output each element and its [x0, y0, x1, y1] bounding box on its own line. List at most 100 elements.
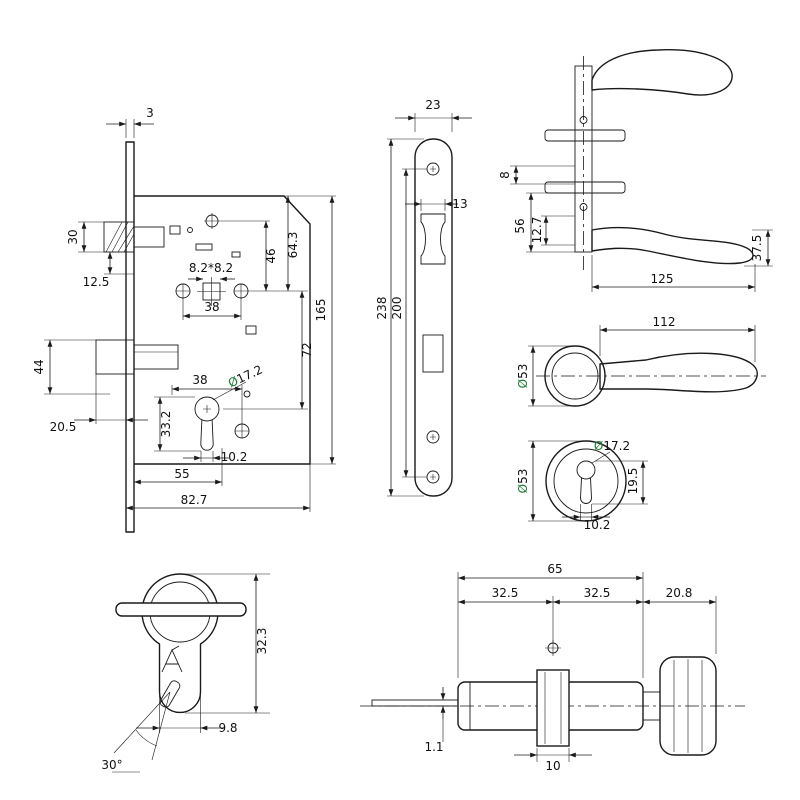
- handle-side-dimensions: 8 56 12.7 37.5 125: [498, 165, 773, 292]
- dim-body-length: 65: [547, 562, 562, 576]
- lever-top: [591, 49, 733, 96]
- cylinder-cutout-slot: [580, 477, 592, 504]
- diameter-value: 53: [516, 364, 530, 379]
- diameter-symbol: Ø: [516, 484, 530, 493]
- stem-screw-upper: [579, 116, 588, 124]
- dim-deadbolt-height: 44: [32, 359, 46, 374]
- dim-left-half: 32.5: [492, 586, 519, 600]
- dim-cutout-width: 10.2: [584, 518, 611, 532]
- cylinder-side-dimensions: 65 32.5 32.5 20.8 1.1 10: [424, 562, 717, 773]
- handle-stem: [574, 65, 593, 253]
- dim-cutout-height: 19.5: [626, 468, 640, 495]
- handle-top-geometry: [536, 345, 766, 407]
- latch-tail: [133, 226, 165, 248]
- lever-part: [195, 243, 213, 251]
- cylinder-end-geometry: [115, 573, 247, 714]
- dim-bore-diameter: Ø17.2: [594, 439, 630, 453]
- diameter-symbol: Ø: [516, 379, 530, 388]
- knob-ridges: [673, 659, 703, 753]
- dim-right-half: 32.5: [584, 586, 611, 600]
- brand-logo-mark: [161, 645, 183, 673]
- screw-hole-mid-cross: [430, 434, 436, 440]
- dim-latch-offset: 12.5: [83, 275, 110, 289]
- cylinder-bore-cross: [203, 405, 211, 413]
- dim-profile-height-end: 32.3: [255, 628, 269, 655]
- rose-plate-upper: [544, 129, 626, 142]
- ext-lines: [44, 339, 110, 395]
- faceplate-dimensions: 23 13 238 200: [375, 98, 472, 497]
- pin-part: [187, 227, 193, 233]
- dim-rose-diameter: Ø53: [516, 364, 530, 389]
- rose-plate-lower: [544, 181, 626, 194]
- case-detail: [245, 325, 257, 335]
- lock-body-dimensions: 3 30 12.5 44 20.5 8.2*8.2 46 64.3: [32, 106, 336, 512]
- latch-opening: [420, 213, 446, 265]
- dim-hole-spacing: 200: [390, 297, 404, 320]
- dim-cam-width: 10: [545, 759, 560, 773]
- cylinder-cutout-circle: [576, 460, 596, 480]
- thumbturn-knob: [659, 656, 717, 756]
- faceplate-outline: [414, 138, 453, 497]
- lock-faceplate: [125, 141, 135, 533]
- rose-dimensions: Ø53 Ø17.2 19.5 10.2: [516, 439, 648, 532]
- dim-hub-height: 12.7: [530, 217, 544, 244]
- dim-screw-to-spindle: 46: [264, 248, 278, 263]
- dim-case-height: 165: [314, 299, 328, 322]
- ext-lines: [510, 165, 575, 185]
- ext-lines: [220, 220, 308, 292]
- ext-lines: [592, 460, 648, 505]
- angle-arc: [135, 729, 158, 747]
- faceplate-view: 23 13 238 200: [375, 98, 472, 497]
- dim-lever-length-side: 125: [651, 272, 674, 286]
- dim-lobe-width: 9.8: [218, 721, 237, 735]
- dim-plate-height: 238: [375, 297, 389, 320]
- follower-right-cross: [234, 284, 248, 298]
- lock-case-outline: [134, 195, 311, 465]
- dim-lever-drop: 37.5: [750, 235, 764, 262]
- ext-lines: [526, 192, 575, 253]
- dim-plate-width: 23: [425, 98, 440, 112]
- dim-follower-spacing: 38: [204, 300, 219, 314]
- keyway: [159, 680, 181, 708]
- thumbturn-bar: [115, 602, 247, 617]
- dim-top-to-spindle: 64.3: [286, 232, 300, 259]
- dim-latch-cut: 13: [452, 197, 467, 211]
- diameter-symbol: Ø: [594, 439, 603, 453]
- dim-cylinder-spacing: 38: [192, 373, 207, 387]
- small-hole: [243, 390, 251, 398]
- cam-block-lines: [544, 672, 562, 744]
- cylinder-side-geometry: [360, 640, 745, 756]
- cylinder-end-dimensions: 32.3 9.8 30°: [101, 573, 270, 773]
- rose-inner: [551, 352, 599, 400]
- dim-spindle-to-cylinder: 72: [300, 342, 314, 357]
- handle-side-geometry: [544, 49, 754, 272]
- faceplate-geometry: [414, 138, 453, 497]
- stem-screw-lower: [579, 203, 588, 211]
- dim-key-angle: 30°: [101, 758, 122, 772]
- lock-body-view: 3 30 12.5 44 20.5 8.2*8.2 46 64.3: [32, 106, 336, 533]
- rose-geometry: [545, 440, 627, 522]
- dim-backset: 55: [174, 467, 189, 481]
- handle-top-dimensions: 112 Ø53: [516, 315, 756, 407]
- screw-hole-bottom-cross: [430, 474, 436, 480]
- dim-rose-view-diameter: Ø53: [516, 469, 530, 494]
- spindle-cross: [197, 277, 226, 306]
- dim-case-depth: 82.7: [181, 493, 208, 507]
- lever-bottom: [591, 226, 754, 265]
- dim-latch-height: 30: [66, 229, 80, 244]
- dim-knob-length: 20.8: [666, 586, 693, 600]
- rose-outer-circle: [545, 440, 627, 522]
- follower-left-cross: [176, 284, 190, 298]
- dim-profile-width: 10.2: [221, 450, 248, 464]
- deadbolt-tail: [133, 344, 179, 370]
- handle-side-view: 8 56 12.7 37.5 125: [498, 49, 773, 292]
- keyway-slot: [159, 680, 181, 708]
- fixing-screw-cross: [545, 640, 561, 656]
- dim-faceplate-thickness: 3: [146, 106, 154, 120]
- dim-profile-height: 33.2: [159, 411, 173, 438]
- handle-top-view: 112 Ø53: [516, 315, 766, 407]
- cylinder-end-view: 32.3 9.8 30°: [101, 573, 270, 773]
